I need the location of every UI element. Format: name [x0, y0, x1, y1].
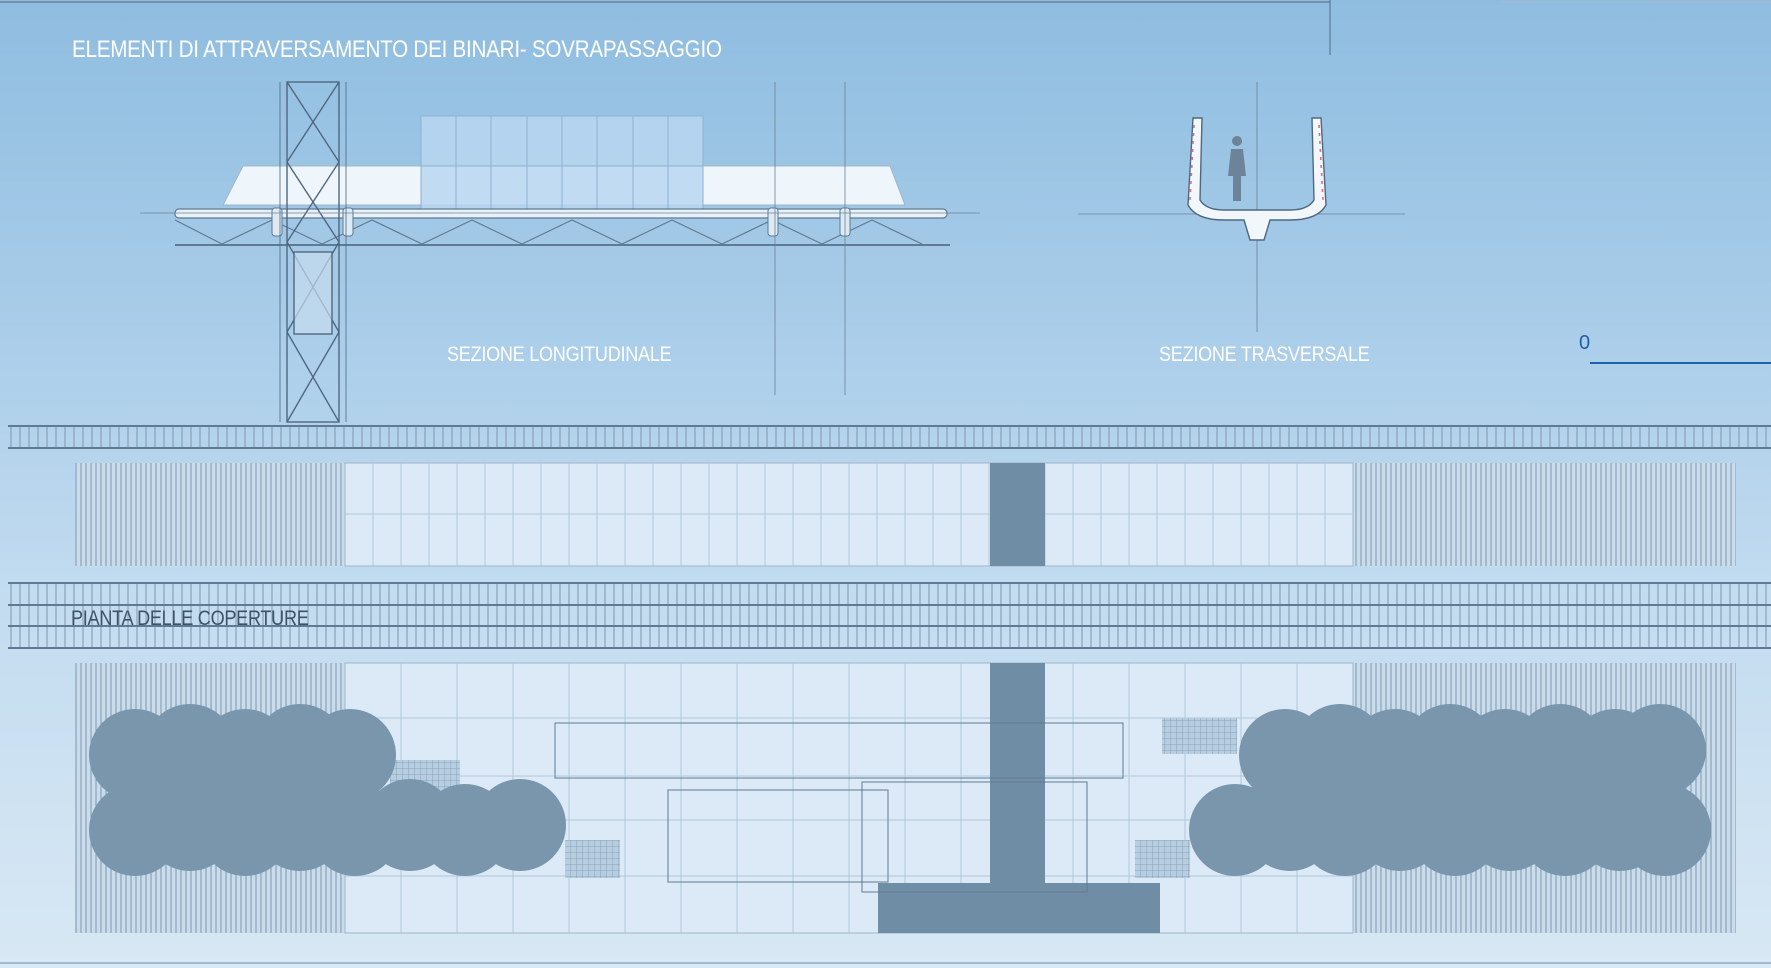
- glazing-panels: [420, 115, 704, 217]
- upper-canopy: [75, 462, 1736, 567]
- bridge-module-upper: [990, 463, 1045, 566]
- longitudinal-section-drawing: [140, 81, 980, 423]
- longitudinal-section-label: SEZIONE LONGITUDINALE: [447, 343, 672, 366]
- cladding-accents: [1189, 124, 1324, 201]
- elevator-tower: [279, 81, 347, 423]
- reference-axes: [140, 82, 980, 395]
- transverse-section-drawing: [1078, 82, 1405, 332]
- rail-tracks: [8, 425, 1771, 649]
- frame-lines: [0, 0, 1771, 55]
- person-silhouette-icon: [1228, 136, 1246, 201]
- scale-label: 0: [1579, 332, 1590, 354]
- tree-canopy-icon: [89, 704, 1711, 876]
- roof-plan-drawing: [0, 425, 1771, 964]
- bridge-cross-section: [1187, 117, 1327, 241]
- transverse-section-label: SEZIONE TRASVERSALE: [1159, 343, 1370, 366]
- stair-block: [878, 883, 1160, 933]
- roof-plan-label: PIANTA DELLE COPERTURE: [71, 607, 309, 630]
- bridge-deck: [174, 208, 950, 246]
- drawing-title: ELEMENTI DI ATTRAVERSAMENTO DEI BINARI- …: [72, 36, 722, 63]
